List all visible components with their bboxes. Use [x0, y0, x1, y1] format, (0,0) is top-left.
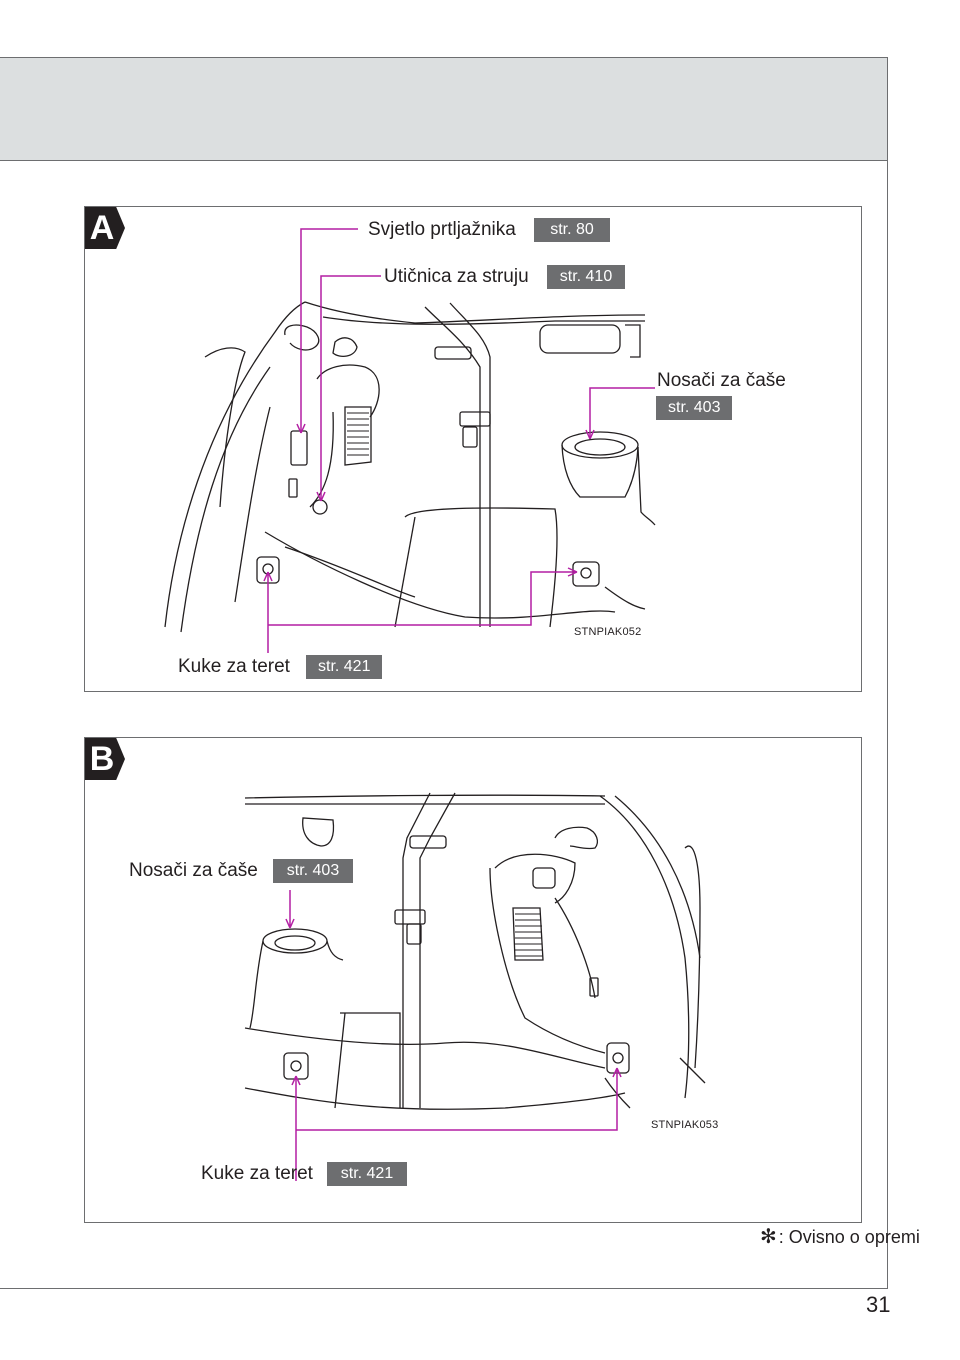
- luggage-light-label: Svjetlo prtljažnika: [368, 219, 516, 240]
- cup-holders-page-ref[interactable]: str. 403: [656, 396, 732, 420]
- header-band: [0, 57, 888, 161]
- power-outlet-page-ref[interactable]: str. 410: [547, 265, 625, 289]
- panel-a-image-code: STNPIAK052: [574, 626, 642, 638]
- footnote-text: : Ovisno o opremi: [778, 1227, 920, 1247]
- panel-a: A: [84, 206, 862, 692]
- page-frame: [0, 57, 888, 1289]
- cargo-hooks-label-b: Kuke za teret: [201, 1163, 313, 1184]
- panel-b-illustration: [244, 792, 706, 1181]
- cup-holders-page-ref-b[interactable]: str. 403: [273, 859, 353, 883]
- cup-holders-label-b: Nosači za čaše: [129, 860, 258, 881]
- asterisk-icon: ✻: [760, 1226, 777, 1248]
- panel-b: B: [84, 737, 862, 1223]
- cargo-hooks-page-ref-b[interactable]: str. 421: [327, 1162, 407, 1186]
- cup-holders-label: Nosači za čaše: [657, 370, 786, 391]
- luggage-light-page-ref[interactable]: str. 80: [534, 218, 610, 242]
- panel-b-letter: B: [85, 738, 125, 780]
- equipment-footnote: ✻: Ovisno o opremi: [760, 1224, 920, 1249]
- panel-b-image-code: STNPIAK053: [651, 1119, 719, 1131]
- cargo-hooks-label: Kuke za teret: [178, 656, 290, 677]
- cargo-hooks-page-ref[interactable]: str. 421: [306, 655, 382, 679]
- panel-a-illustration: [164, 228, 656, 653]
- panel-a-letter: A: [85, 207, 125, 249]
- page-number: 31: [866, 1292, 891, 1317]
- power-outlet-label: Utičnica za struju: [384, 266, 529, 287]
